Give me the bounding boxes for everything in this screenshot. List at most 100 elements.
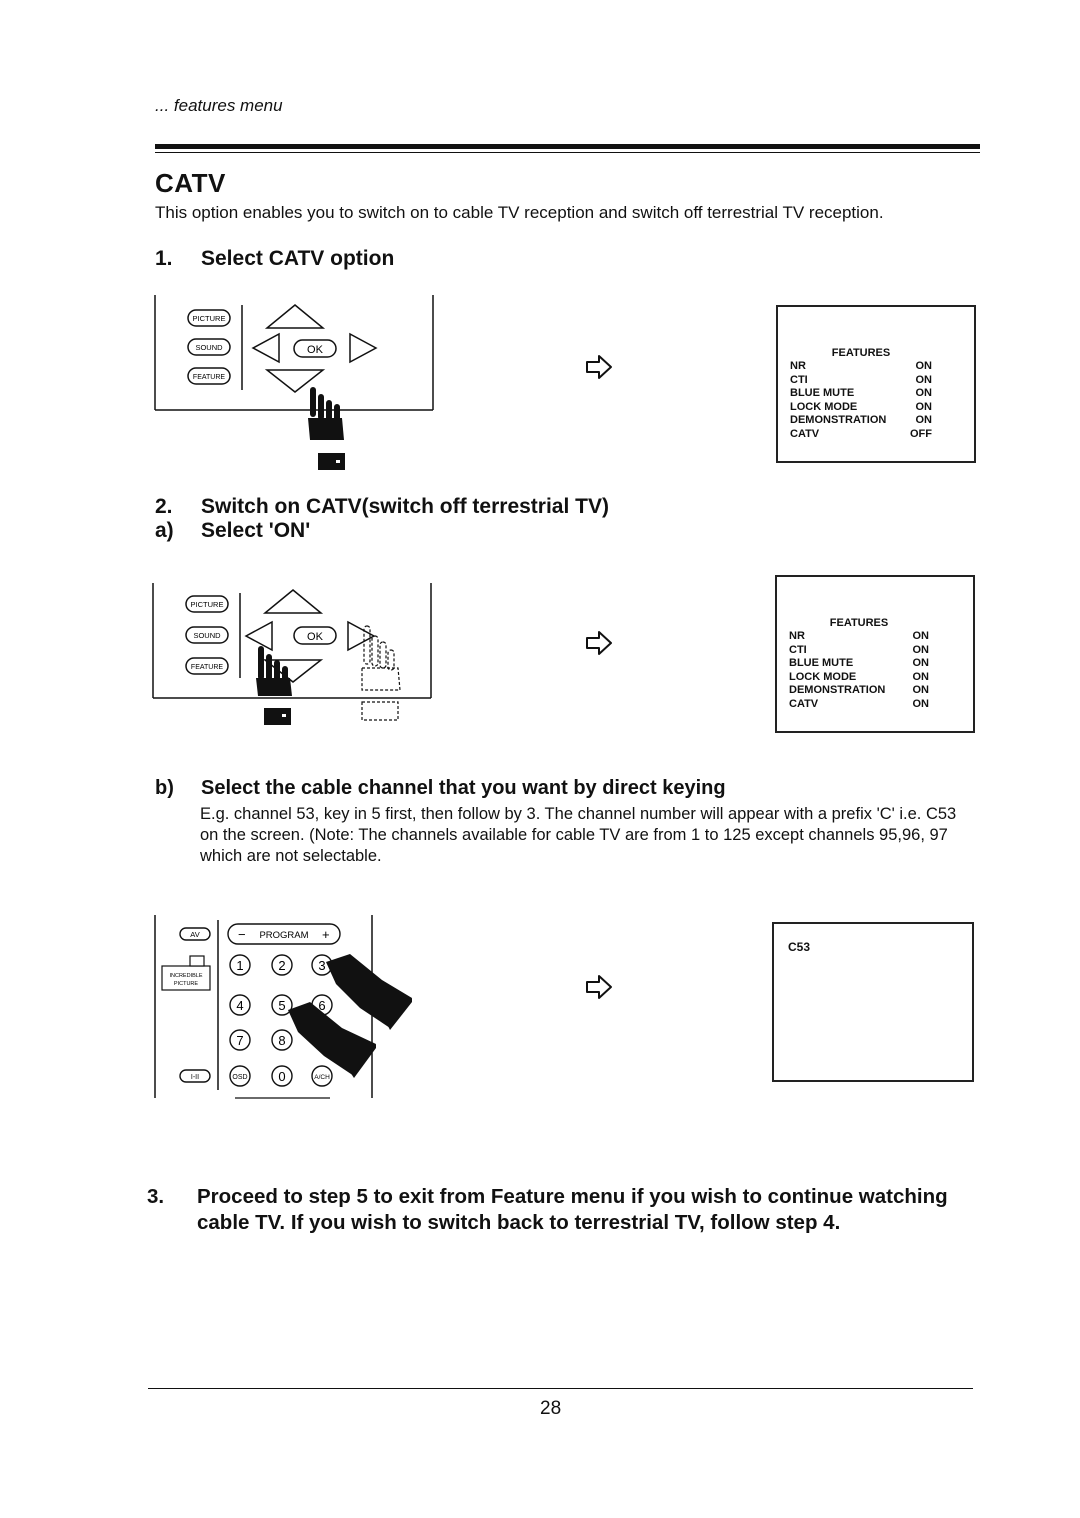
step-number: 2.	[155, 495, 173, 518]
menu-row-label: DEMONSTRATION	[789, 684, 886, 697]
arrow-icon	[586, 975, 612, 999]
step-text: Select the cable channel that you want b…	[201, 777, 726, 799]
menu-row-label: CTI	[790, 373, 808, 386]
digit-label: 6	[318, 998, 325, 1013]
incredible-label: INCREDIBLE	[169, 973, 202, 979]
menu-row-value: ON	[912, 684, 930, 697]
lang-button[interactable]: I-II	[179, 1069, 211, 1083]
menu-heading: FEATURES	[829, 617, 889, 629]
feature-button[interactable]: FEATURE	[185, 657, 229, 675]
step-number: b)	[155, 777, 174, 799]
remote-diagram-2: PICTURE SOUND FEATURE OK	[152, 583, 432, 725]
menu-row-label: NR	[789, 630, 805, 642]
menu-row-value: ON	[915, 360, 933, 372]
step-text: Select 'ON'	[201, 519, 311, 542]
digit-label: 7	[236, 1033, 243, 1048]
picture-button[interactable]: PICTURE	[185, 595, 229, 613]
digit-4-button[interactable]: 4	[229, 994, 251, 1016]
menu-row-value: ON	[912, 630, 930, 642]
program-button[interactable]: − PROGRAM +	[227, 923, 341, 945]
step-text: Select CATV option	[201, 247, 395, 270]
ok-label: OK	[307, 631, 324, 643]
dashed-hand-icon	[361, 625, 401, 721]
menu-row-label: CATV	[789, 697, 819, 710]
digit-label: 1	[236, 958, 243, 973]
footer-rule	[148, 1388, 973, 1389]
step-number: 3.	[147, 1185, 165, 1208]
menu-row: DEMONSTRATION ON	[789, 684, 929, 698]
sound-button[interactable]: SOUND	[187, 338, 231, 356]
hand-pointer-icon	[308, 387, 345, 470]
osd-button[interactable]: OSD	[229, 1065, 251, 1087]
up-arrow-button[interactable]	[264, 304, 326, 329]
menu-row-label: CATV	[790, 427, 820, 440]
digit-1-button[interactable]: 1	[229, 954, 251, 976]
menu-row-label: LOCK MODE	[789, 670, 857, 683]
menu-row-value: ON	[912, 697, 930, 710]
sound-button[interactable]: SOUND	[185, 626, 229, 644]
section-label: ... features menu	[155, 96, 283, 115]
menu-row: CTI ON	[790, 374, 932, 388]
arrow-icon	[586, 355, 612, 379]
incredible-picture-button[interactable]: INCREDIBLE PICTURE	[161, 955, 211, 991]
picture-button[interactable]: PICTURE	[187, 309, 231, 327]
step-2b-body: E.g. channel 53, key in 5 first, then fo…	[200, 805, 957, 865]
ok-button[interactable]: OK	[293, 626, 337, 645]
menu-row-value: OFF	[910, 427, 932, 440]
step-1-heading: 1.Select CATV option	[155, 247, 394, 271]
sound-label: SOUND	[193, 631, 221, 640]
menu-row-label: LOCK MODE	[790, 400, 858, 413]
digit-8-button[interactable]: 8	[271, 1029, 293, 1051]
step-2b-heading: b) Select the cable channel that you want…	[155, 777, 726, 800]
step-text: Proceed to step 5 to exit from Feature m…	[197, 1185, 948, 1234]
menu-row-value: ON	[915, 414, 933, 427]
ach-label: A/CH	[314, 1074, 330, 1081]
tv-channel-screen: C53	[772, 922, 974, 1082]
left-arrow-button[interactable]	[244, 620, 273, 652]
menu-row-value: ON	[915, 400, 933, 413]
right-arrow-button[interactable]	[347, 620, 376, 652]
left-arrow-button[interactable]	[251, 332, 280, 364]
ok-button[interactable]: OK	[293, 339, 337, 358]
down-arrow-button[interactable]	[264, 369, 326, 393]
menu-row: CATV OFF	[790, 428, 932, 442]
av-button[interactable]: AV	[179, 927, 211, 941]
header-rule-thin	[155, 152, 980, 153]
picture-label: PICTURE	[191, 600, 224, 609]
digit-0-button[interactable]: 0	[271, 1065, 293, 1087]
menu-row-label: DEMONSTRATION	[790, 414, 887, 427]
menu-row-value: ON	[915, 387, 933, 400]
digit-2-button[interactable]: 2	[271, 954, 293, 976]
feature-label: FEATURE	[193, 374, 225, 381]
menu-row: LOCK MODE ON	[790, 401, 932, 415]
ach-button[interactable]: A/CH	[311, 1065, 333, 1087]
feature-button[interactable]: FEATURE	[187, 367, 231, 385]
digit-label: 4	[236, 998, 243, 1013]
header-rule	[155, 144, 980, 149]
digit-5-button[interactable]: 5	[271, 994, 293, 1016]
channel-display: C53	[788, 940, 811, 954]
feature-label: FEATURE	[191, 664, 223, 671]
right-arrow-button[interactable]	[349, 332, 378, 364]
ok-label: OK	[307, 344, 324, 356]
digit-label: 0	[278, 1069, 285, 1084]
menu-row-value: ON	[915, 373, 933, 386]
remote-diagram-3: AV − PROGRAM + INCREDIBLE PICTURE I-II 1…	[154, 915, 412, 1099]
menu-row: NR ON	[789, 630, 929, 644]
menu-row-value: ON	[912, 657, 930, 670]
sound-label: SOUND	[195, 343, 223, 352]
menu-row-value: ON	[912, 643, 930, 656]
page-number: 28	[540, 1398, 562, 1419]
step-2a-heading: a)Select 'ON'	[155, 519, 310, 543]
digit-7-button[interactable]: 7	[229, 1029, 251, 1051]
up-arrow-button[interactable]	[262, 589, 324, 614]
menu-row: DEMONSTRATION ON	[790, 414, 932, 428]
intro-text: This option enables you to switch on to …	[155, 203, 884, 222]
digit-label: 5	[278, 998, 285, 1013]
hand-pointer-icon	[326, 954, 412, 1030]
